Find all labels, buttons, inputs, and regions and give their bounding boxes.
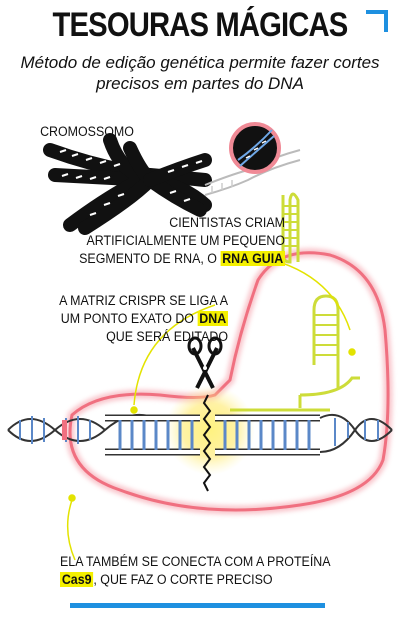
label-crispr: A MATRIZ CRISPR SE LIGA A UM PONTO EXATO… — [37, 292, 228, 346]
subtitle: Método de edição genética permite fazer … — [20, 53, 380, 93]
dna-helix — [7, 408, 393, 456]
label-crispr-line2: UM PONTO EXATO DO DNA — [37, 310, 228, 328]
dna-highlight: DNA — [197, 311, 228, 326]
label-crispr-line3: QUE SERÁ EDITADO — [106, 329, 228, 344]
cut-line — [202, 394, 212, 492]
label-rna-line2: ARTIFICIALMENTE UM PEQUENO — [86, 233, 285, 248]
cas9-highlight: Cas9 — [60, 572, 94, 587]
label-cas9: ELA TAMBÉM SE CONECTA COM A PROTEÍNA Cas… — [60, 553, 336, 589]
scissors-icon — [187, 336, 223, 389]
label-crispr-line1: A MATRIZ CRISPR SE LIGA A — [59, 293, 228, 308]
rna-guide-highlight: RNA GUIA — [220, 251, 285, 266]
label-rna-line3-prefix: SEGMENTO DE RNA, O — [79, 251, 221, 266]
label-rna-guide: CIENTISTAS CRIAM ARTIFICIALMENTE UM PEQU… — [55, 214, 285, 268]
chromosome — [43, 133, 212, 235]
label-cas9-line2-suffix: , QUE FAZ O CORTE PRECISO — [93, 572, 273, 587]
label-chromosome: CROMOSSOMO — [40, 124, 134, 139]
page-title: TESOURAS MÁGICAS — [52, 6, 349, 44]
label-cas9-line2: Cas9, QUE FAZ O CORTE PRECISO — [60, 571, 336, 589]
magnifier-circle — [229, 122, 281, 174]
label-crispr-line2-prefix: UM PONTO EXATO DO — [60, 311, 198, 326]
bottom-accent-bar — [70, 603, 325, 608]
label-rna-line1: CIENTISTAS CRIAM — [169, 215, 285, 230]
label-rna-line3: SEGMENTO DE RNA, O RNA GUIA — [55, 250, 285, 268]
label-cas9-line1: ELA TAMBÉM SE CONECTA COM A PROTEÍNA — [60, 554, 331, 569]
corner-bracket-icon — [366, 10, 388, 32]
